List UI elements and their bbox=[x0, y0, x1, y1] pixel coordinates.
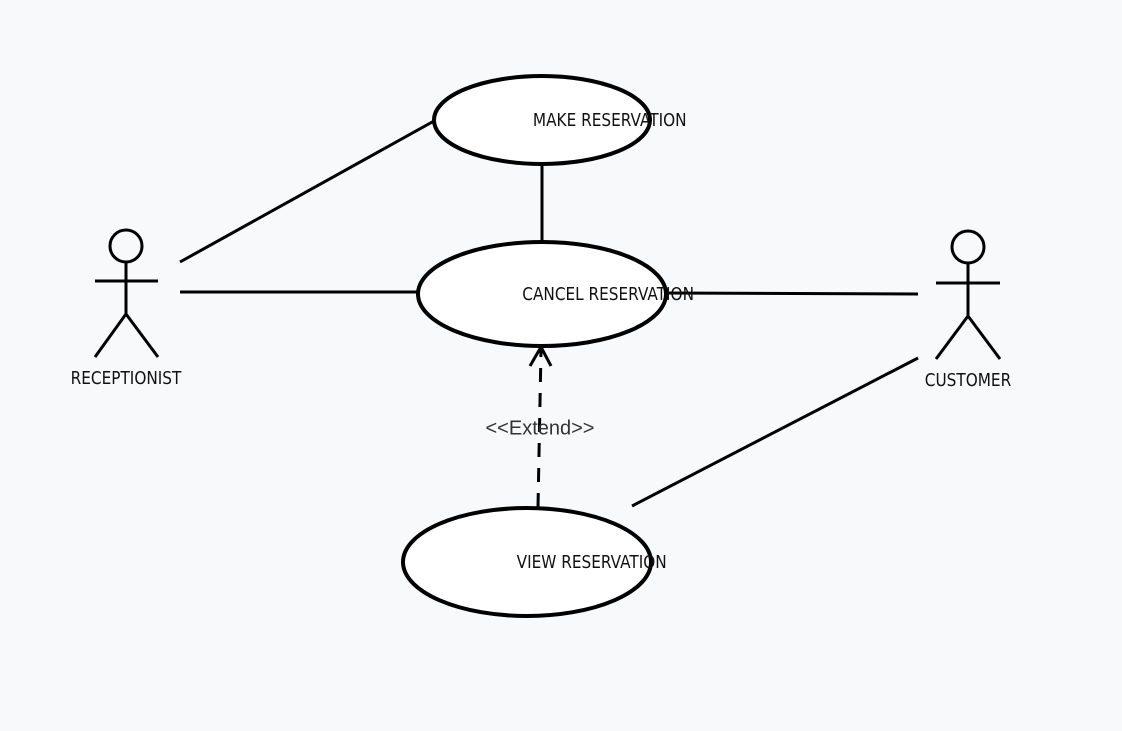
actor-customer[interactable]: CUSTOMER bbox=[925, 229, 1012, 391]
extend-stereotype-label: <<Extend>> bbox=[486, 417, 595, 439]
actor-label: RECEPTIONIST bbox=[71, 367, 182, 389]
extend-dashed-line bbox=[536, 349, 543, 508]
use-case-label: MAKE RESERVATION bbox=[533, 109, 687, 131]
stick-figure-icon bbox=[93, 228, 160, 358]
use-case-view-reservation[interactable]: VIEW RESERVATION bbox=[401, 506, 667, 618]
stick-figure-icon bbox=[934, 229, 1002, 360]
use-case-label: VIEW RESERVATION bbox=[517, 551, 667, 573]
actor-label: CUSTOMER bbox=[925, 369, 1012, 391]
actor-receptionist[interactable]: RECEPTIONIST bbox=[71, 228, 182, 389]
association-customer-view bbox=[631, 356, 919, 508]
association-customer-cancel bbox=[664, 291, 919, 296]
use-case-cancel-reservation[interactable]: CANCEL RESERVATION bbox=[416, 240, 694, 348]
association-receptionist-make bbox=[179, 119, 435, 264]
use-case-make-reservation[interactable]: MAKE RESERVATION bbox=[432, 74, 687, 166]
use-case-label: CANCEL RESERVATION bbox=[522, 283, 694, 305]
